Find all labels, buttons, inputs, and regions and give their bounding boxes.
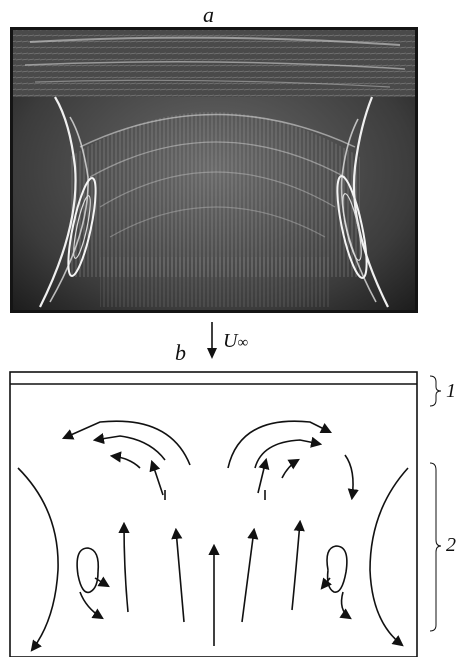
streamline [80,592,102,618]
streamline [124,524,128,612]
panel-a-label: a [203,2,214,28]
vortex-left [77,548,98,592]
streamline [64,421,190,465]
streamline [95,436,165,460]
streamline [152,462,163,495]
velocity-symbol: U [223,330,237,352]
freestream-velocity-label: U∞ [223,330,248,353]
streamline [242,530,254,622]
streamline [176,530,184,622]
streamline [228,421,330,468]
streamline [370,468,408,645]
zone-1-brace [430,376,441,406]
streamline [292,522,300,610]
streamline [282,460,298,478]
zone-1-label: 1 [446,380,456,403]
zone-2-brace [430,463,441,631]
vortex-right [327,546,347,592]
streamline [345,455,353,498]
velocity-subscript: ∞ [237,335,248,351]
photo-texture [10,27,418,313]
streamline [18,468,58,650]
down-arrow-icon [204,322,220,365]
streamline [258,460,266,493]
flow-schematic [0,360,459,657]
zone-2-label: 2 [446,534,456,557]
flow-visualization-photo [10,27,418,313]
streamline [342,592,350,618]
streamline [112,456,140,468]
